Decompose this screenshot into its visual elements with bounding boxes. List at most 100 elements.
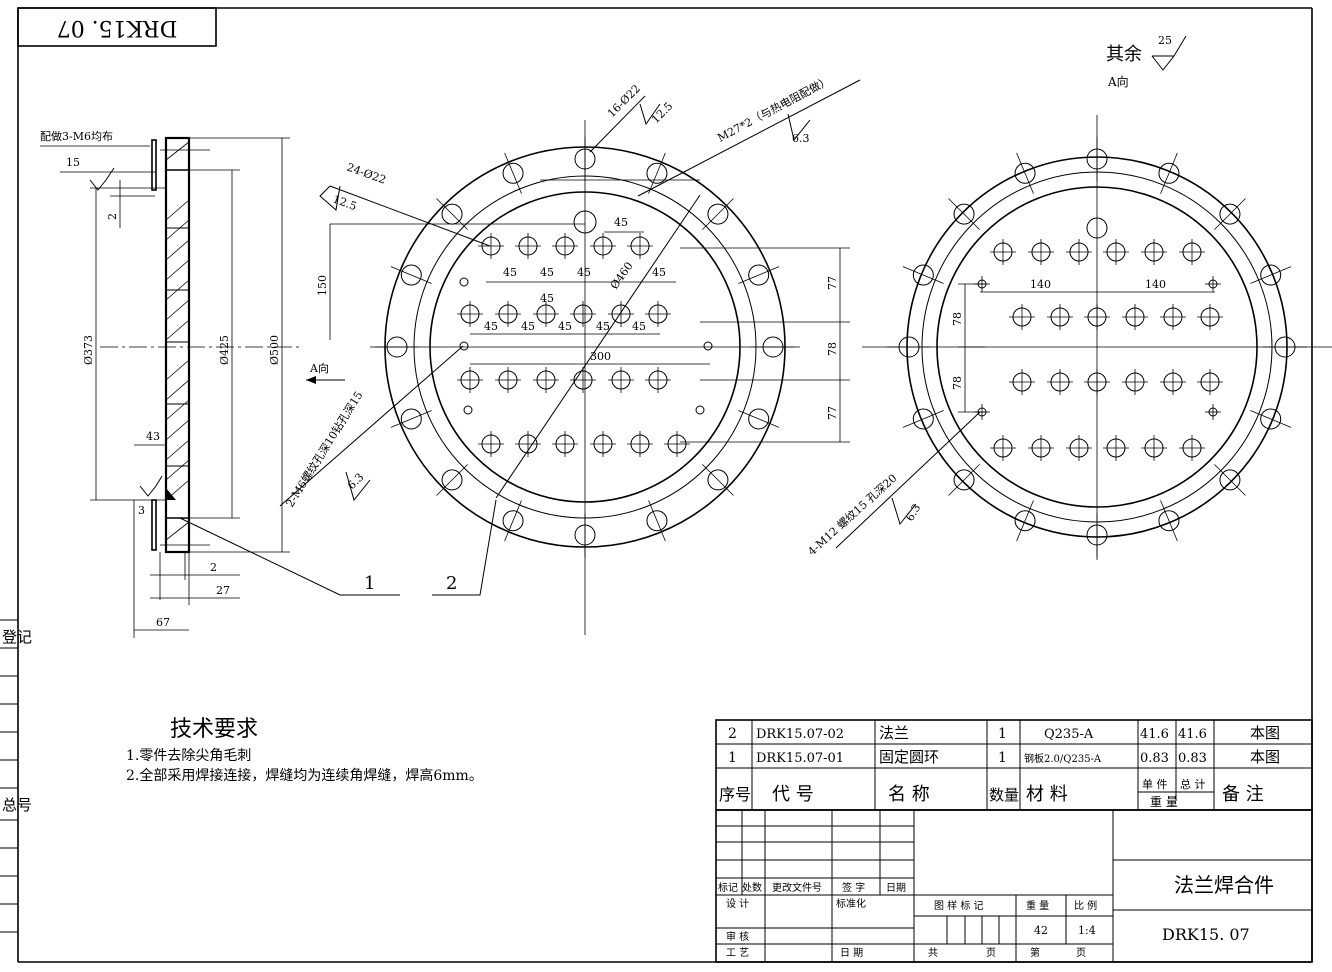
tb-rev-date: 日期 — [886, 882, 906, 894]
tb-rev-doc: 更改文件号 — [772, 881, 822, 894]
bolt-hole — [912, 264, 934, 286]
tb-standardize: 标准化 — [836, 897, 866, 910]
strip-label-top: 登记 — [2, 628, 32, 646]
bolt-hole — [502, 162, 524, 184]
bolt-hole-centerline — [390, 410, 432, 428]
note-24-22: 24-Ø22 — [345, 161, 388, 187]
front-dim-45-d: 45 — [577, 266, 591, 279]
thermo-port — [1086, 217, 1108, 239]
bom-r1-unit: 41.6 — [1140, 727, 1169, 742]
side-section-view — [40, 136, 497, 638]
front-dim-45-h: 45 — [558, 320, 572, 333]
bom-r1-note: 本图 — [1250, 724, 1280, 742]
bom-h-note: 备 注 — [1222, 784, 1264, 805]
bom-r1-code: DRK15.07-02 — [756, 727, 844, 742]
bom-r2-code: DRK15.07-01 — [756, 751, 844, 766]
bom-r2-total: 0.83 — [1178, 751, 1207, 766]
bolt-hole — [953, 203, 975, 225]
tb-process: 工 艺 — [726, 947, 749, 959]
bom-h-unit: 单 件 — [1142, 778, 1168, 791]
tb-scale-value: 1:4 — [1078, 924, 1096, 937]
bolt-hole-centerline — [702, 464, 734, 496]
bom-h-no: 序号 — [719, 785, 751, 804]
bom-r1-no: 2 — [728, 726, 737, 742]
right-dim-140-left: 140 — [1030, 278, 1051, 291]
small-hole — [459, 277, 469, 287]
tb-rev-mark: 标记 — [718, 882, 738, 894]
bolt-hole-centerline — [1250, 266, 1292, 284]
front-dim-150: 150 — [316, 275, 329, 296]
bolt-hole-centerline — [738, 266, 780, 284]
bolt-hole — [1260, 408, 1282, 430]
bolt-hole — [1158, 510, 1180, 532]
finish-triangle-icon — [1151, 35, 1187, 71]
bolt-hole — [1260, 264, 1282, 286]
side-dim-500: Ø500 — [268, 335, 281, 365]
front-dim-45-f: 45 — [484, 320, 498, 333]
small-hole — [463, 405, 473, 415]
bolt-hole — [912, 408, 934, 430]
side-dim-43: 43 — [146, 430, 160, 443]
finish-other-label: 其余 — [1106, 44, 1142, 65]
bolt-hole — [953, 469, 975, 491]
side-dim-425: Ø425 — [218, 335, 231, 365]
tb-weight-value: 42 — [1034, 924, 1048, 937]
bom-r1-name: 法兰 — [879, 724, 909, 742]
bom-h-qty: 数量 — [989, 786, 1019, 804]
tb-rev-sign: 签 字 — [842, 881, 865, 894]
bolt-hole — [1219, 469, 1241, 491]
bom-r2-material: 钢板2.0/Q235-A — [1024, 752, 1102, 765]
bolt-hole-centerline — [948, 198, 980, 230]
tb-page-unit-2: 页 — [1076, 947, 1086, 959]
bolt-hole — [441, 469, 463, 491]
tb-review: 审 核 — [726, 930, 749, 943]
bolt-hole-centerline — [390, 266, 432, 284]
bom-r1-qty: 1 — [998, 726, 1007, 742]
bom-h-total: 总 计 — [1180, 777, 1206, 791]
balloon-1: 1 — [364, 573, 375, 594]
bom-h-code: 代 号 — [772, 784, 814, 805]
bom-r2-name: 固定圆环 — [879, 748, 939, 766]
tb-page-no: 第 — [1030, 946, 1040, 959]
finish-value: 25 — [1158, 34, 1172, 47]
side-dim-3: 3 — [138, 504, 145, 517]
front-dim-77-bottom: 77 — [826, 406, 839, 420]
note-m27: M27*2（与热电阻配做） — [715, 73, 833, 144]
small-hole — [459, 341, 469, 351]
tb-total-pages: 共 — [928, 947, 938, 959]
bom-r1-total: 41.6 — [1178, 727, 1207, 742]
bolt-hole — [1219, 203, 1241, 225]
bolt-hole — [707, 469, 729, 491]
bolt-hole-centerline — [504, 500, 522, 542]
tb-weight-label: 重 量 — [1026, 899, 1049, 912]
front-dim-45-a: 45 — [614, 216, 628, 229]
front-dim-45-k: 45 — [540, 292, 554, 305]
tb-scale-label: 比 例 — [1074, 899, 1097, 912]
bolt-hole — [1014, 162, 1036, 184]
bolt-hole — [400, 408, 422, 430]
note-m27-finish: 6.3 — [792, 132, 810, 145]
bolt-hole-centerline — [902, 410, 944, 428]
front-dim-45-b: 45 — [503, 266, 517, 279]
front-dim-45-g: 45 — [521, 320, 535, 333]
bom-h-weight: 重 量 — [1150, 795, 1178, 809]
bolt-hole-centerline — [436, 464, 468, 496]
bom-h-name: 名 称 — [888, 784, 930, 805]
side-dim-2-bottom: 2 — [210, 561, 217, 574]
bolt-hole-centerline — [1250, 410, 1292, 428]
bolt-hole-centerline — [948, 464, 980, 496]
bolt-hole-centerline — [702, 198, 734, 230]
tb-rev-count: 处数 — [742, 881, 762, 894]
front-dim-77-top: 77 — [826, 276, 839, 290]
note-24-22-finish: 12.5 — [331, 193, 358, 214]
note-m12-finish: 6.3 — [903, 502, 923, 524]
bolt-hole — [1158, 162, 1180, 184]
bolt-hole-centerline — [1160, 500, 1178, 542]
note-16-22-finish: 12.5 — [649, 100, 676, 127]
bom-r2-qty: 1 — [998, 750, 1007, 766]
bolt-hole — [646, 510, 668, 532]
bolt-hole-centerline — [1160, 152, 1178, 194]
bom-r1-material: Q235-A — [1044, 727, 1094, 742]
bom-r2-note: 本图 — [1250, 748, 1280, 766]
